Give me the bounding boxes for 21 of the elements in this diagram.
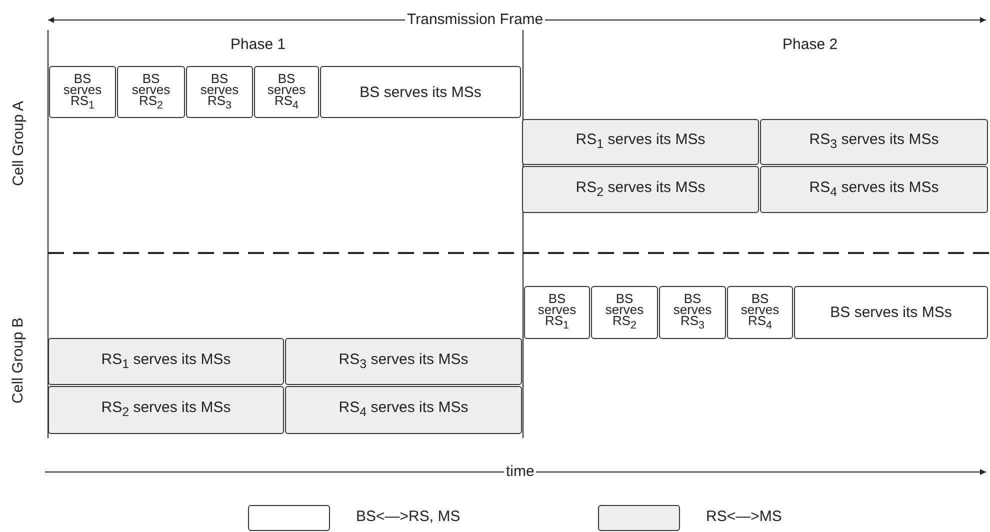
row-label: Cell Group A [10,99,27,188]
slot-box: BS serves RS$_{3}$ [659,286,726,339]
slot-box: BS serves its MSs [320,66,521,118]
legend-label: BS<—>RS, MS [354,508,462,525]
shaded-slot-box: RS$_{4}$ serves its MSs [760,166,988,213]
slot-box: BS serves RS$_{4}$ [727,286,793,339]
slot-box: BS serves RS$_{2}$ [591,286,658,339]
shaded-slot-box: RS$_{2}$ serves its MSs [522,166,759,213]
shaded-slot-box: RS$_{3}$ serves its MSs [760,119,988,165]
slot-box: BS serves RS$_{2}$ [117,66,185,118]
shaded-slot-box: RS$_{3}$ serves its MSs [285,338,522,385]
shaded-slot-box: RS$_{1}$ serves its MSs [522,119,759,165]
slot-box: BS serves RS$_{3}$ [186,66,253,118]
slot-box: BS serves RS$_{4}$ [254,66,319,118]
shaded-slot-box: RS$_{2}$ serves its MSs [48,386,284,434]
row-label: Cell Group B [9,316,26,405]
shaded-slot-box: RS$_{1}$ serves its MSs [48,338,284,385]
slot-box: BS serves RS$_{1}$ [524,286,590,339]
shaded-slot-box: RS$_{4}$ serves its MSs [285,386,522,434]
slot-box: BS serves RS$_{1}$ [49,66,116,118]
slot-box: BS serves its MSs [794,286,988,339]
